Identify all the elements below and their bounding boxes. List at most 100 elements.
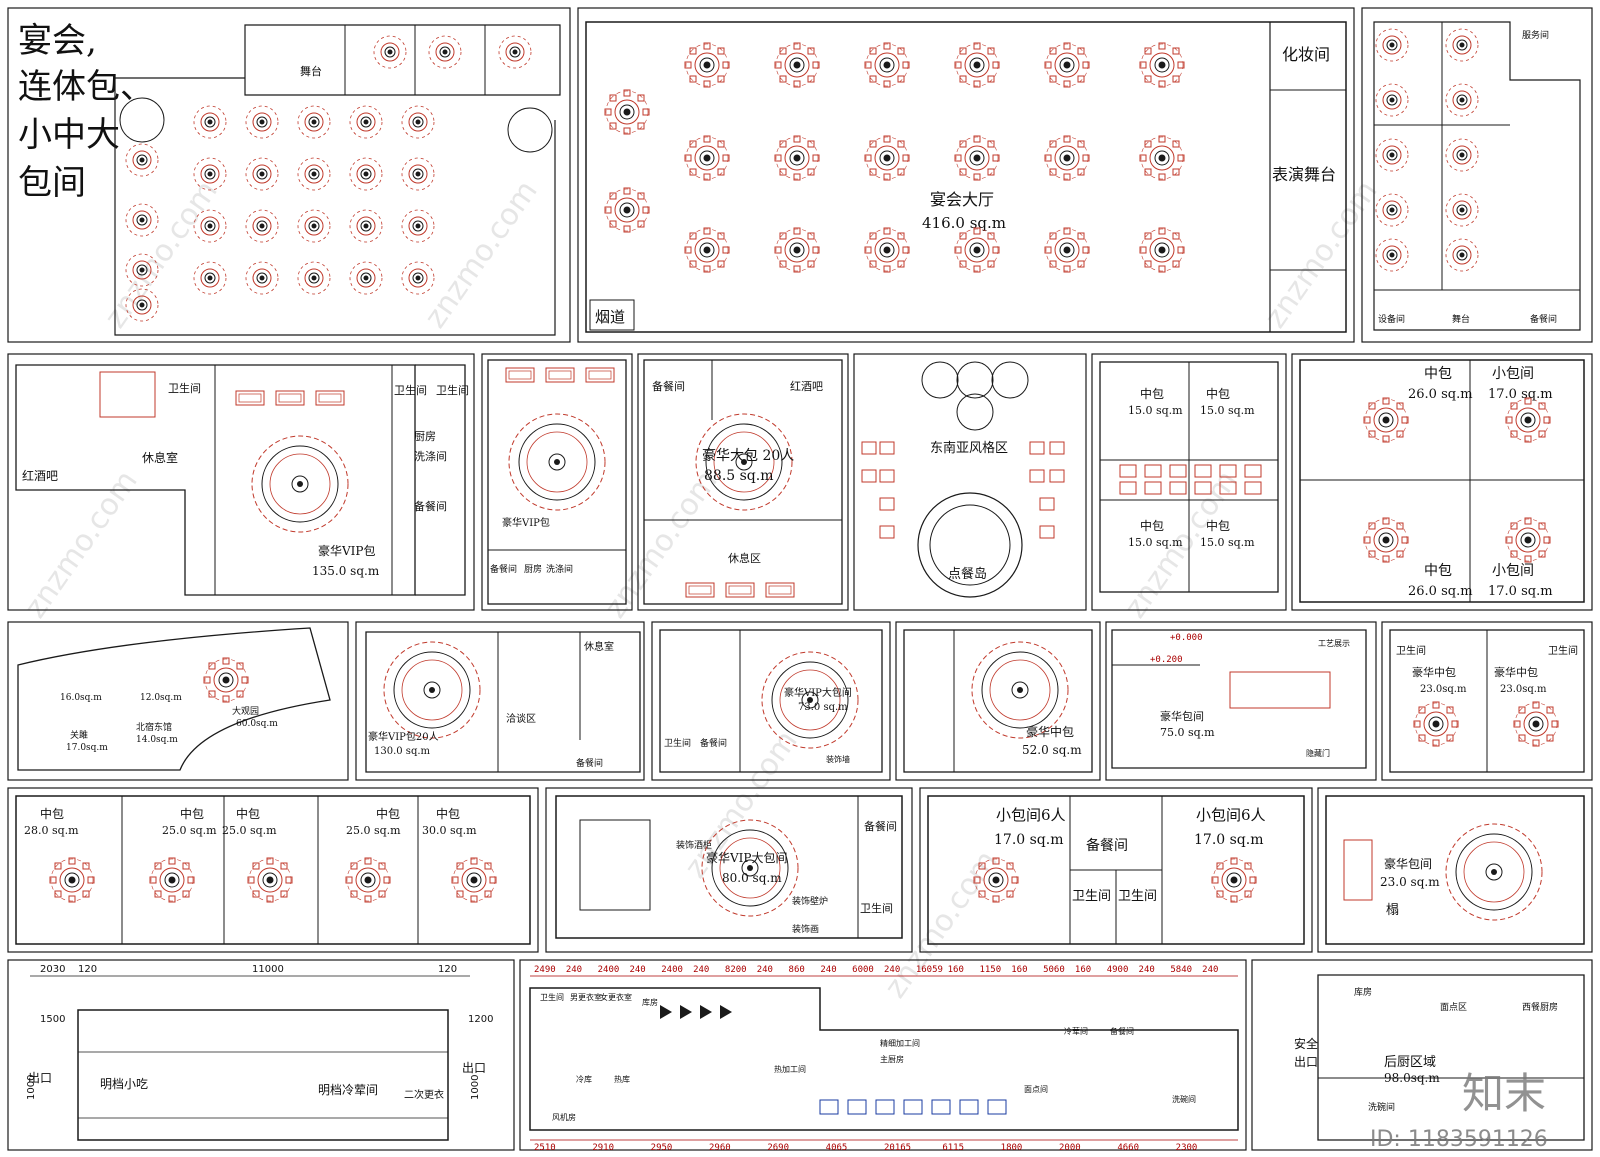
elevation-label: +0.200 [1150, 655, 1183, 665]
id-text: ID: 1183591126 [1370, 1127, 1548, 1152]
room-label: 北宿东馆 [136, 721, 172, 733]
room-area: 12.0sq.m [140, 693, 182, 703]
banquet-table [774, 42, 820, 88]
panel-small-6: 小包间6人 17.0 sq.m 小包间6人 17.0 sq.m 备餐间 卫生间 … [919, 787, 1313, 953]
exit-label: 出口 [28, 1071, 52, 1085]
panel-banquet-connected: 宴会, 连体包、 小中大 包间 舞台 [7, 7, 571, 343]
banquet-table [774, 227, 820, 273]
lux-room-area: 23.0 sq.m [1380, 875, 1440, 889]
panel-lux-mid-23: 卫生间 卫生间 豪华中包 23.0sq.m 豪华中包 23.0sq.m [1381, 621, 1593, 781]
dimension-label: 1150 [979, 965, 1001, 975]
watermark-text: znzmo.com [418, 174, 545, 334]
equipment-room-label: 设备间 [1378, 313, 1405, 325]
banquet-table [245, 105, 279, 139]
room-area: 14.0sq.m [136, 735, 178, 745]
room-label: 中包 [1206, 518, 1230, 533]
western-kitchen-label: 西餐厨房 [1522, 1001, 1558, 1013]
banquet-table [297, 261, 331, 295]
dining-table [149, 857, 195, 903]
panel-curved-rooms: 16.0sq.m 12.0sq.m 大观园 60.0sq.m 关雎 17.0sq… [7, 621, 349, 781]
room-area: 17.0 sq.m [1488, 584, 1553, 599]
room-area: 15.0 sq.m [1128, 404, 1183, 417]
dimension-label: 2510 [534, 1143, 556, 1153]
wc-label: 卫生间 [1072, 889, 1111, 904]
elevation-label: +0.000 [1170, 633, 1203, 643]
rest-room-label: 休息室 [584, 640, 614, 653]
room-area: 17.0 sq.m [994, 832, 1064, 848]
dimension-label: 240 [693, 965, 709, 975]
dimension-label: 5060 [1043, 965, 1065, 975]
panel-banquet-hall: 化妆间 表演舞台 宴会大厅 416.0 sq.m 烟道 [577, 7, 1355, 343]
dining-table [1375, 83, 1409, 117]
dimension-label: 6115 [942, 1143, 964, 1153]
room-area: 23.0sq.m [1420, 684, 1467, 695]
banquet-table [774, 135, 820, 181]
panel-mid-rooms-5: 中包 28.0 sq.m 中包 25.0 sq.m 中包 25.0 sq.m 中… [7, 787, 539, 953]
heading-line-3: 小中大 [18, 115, 120, 155]
banquet-table [245, 261, 279, 295]
banquet-table [401, 157, 435, 191]
banquet-table [1044, 135, 1090, 181]
room-label: 面点间 [1024, 1085, 1048, 1094]
room-label: 豪华中包 [1494, 665, 1538, 679]
dimension-label: 240 [757, 965, 773, 975]
panel-vip-80: 装饰酒柜 豪华VIP大包间 80.0 sq.m 备餐间 卫生间 装饰画 装饰壁炉 [545, 787, 913, 953]
banquet-table [684, 42, 730, 88]
room-label: 中包 [1140, 518, 1164, 533]
panel-southeast-asia: 东南亚风格区 点餐岛 [853, 353, 1087, 611]
service-room-label: 服务间 [1522, 29, 1549, 41]
banquet-table [604, 187, 650, 233]
wine-cabinet-label: 装饰酒柜 [676, 839, 712, 851]
room-label: 小包间 [1492, 366, 1534, 382]
wash-room-label: 洗涤间 [414, 449, 447, 463]
room-label: 中包 [376, 806, 400, 821]
watermark-text: znzmo.com [598, 464, 725, 624]
vip-room-label: 豪华VIP包 [502, 516, 550, 529]
panel-vip-73: 豪华VIP大包间 73.0 sq.m 卫生间 备餐间 装饰墙 [651, 621, 891, 781]
banquet-table [1139, 135, 1185, 181]
dimension-label: 1000 [470, 1075, 481, 1100]
room-label: 中包 [436, 806, 460, 821]
vip-room-label: 豪华VIP大包间 [784, 686, 852, 699]
room-area: 15.0 sq.m [1128, 536, 1183, 549]
snack-counter-label: 明档小吃 [100, 1077, 148, 1091]
dimension-label: 6000 [852, 965, 874, 975]
room-area: 15.0 sq.m [1200, 536, 1255, 549]
dimension-label: 240 [884, 965, 900, 975]
stage-label: 舞台 [300, 64, 322, 78]
dimension-label: 160 [1075, 965, 1091, 975]
cold-dish-label: 明档冷荤间 [318, 1083, 378, 1097]
change-room-label: 二次更衣 [404, 1088, 444, 1101]
room-area: 17.0 sq.m [1488, 387, 1553, 402]
banquet-table [954, 42, 1000, 88]
room-label: 中包 [1424, 563, 1452, 579]
room-label: 风机房 [552, 1112, 576, 1122]
dimension-label: 240 [566, 965, 582, 975]
banquet-table [954, 135, 1000, 181]
panel-back-kitchen: 库房 面点区 西餐厨房 后厨区域 98.0sq.m 安全 出口 洗碗间 知末 I… [1251, 959, 1593, 1152]
banquet-table [125, 203, 159, 237]
room-label: 中包 [40, 806, 64, 821]
room-label: 精细加工间 [880, 1038, 920, 1048]
watermark-text: znzmo.com [18, 464, 145, 624]
safety-exit-label: 出口 [1294, 1055, 1318, 1069]
lux-room-label: 豪华包间 [1384, 856, 1432, 871]
dining-table [1445, 83, 1479, 117]
dimension-label: 2300 [1176, 1143, 1198, 1153]
pastry-area-label: 面点区 [1440, 1002, 1467, 1013]
dining-table [1445, 138, 1479, 172]
wine-bar-label: 红酒吧 [790, 380, 823, 393]
dimension-label: 2400 [661, 965, 683, 975]
room-label: 中包 [180, 806, 204, 821]
panel-large-20: 备餐间 红酒吧 豪华大包 20人 88.5 sq.m 休息区 [637, 353, 849, 611]
room-label: 豪华中包 [1412, 665, 1456, 679]
banquet-table [349, 261, 383, 295]
room-label: 中包 [1424, 366, 1452, 382]
panel-lux-23: 豪华包间 23.0 sq.m 榻 [1317, 787, 1593, 953]
wc-label: 卫生间 [168, 381, 201, 395]
dimension-label: 5840 [1170, 965, 1192, 975]
panel-vip-small: 豪华VIP包 备餐间 厨房 洗涤间 [481, 353, 633, 611]
view-room-label: 大观园 [232, 705, 259, 717]
watermark-text: znzmo.com [878, 844, 1005, 1004]
